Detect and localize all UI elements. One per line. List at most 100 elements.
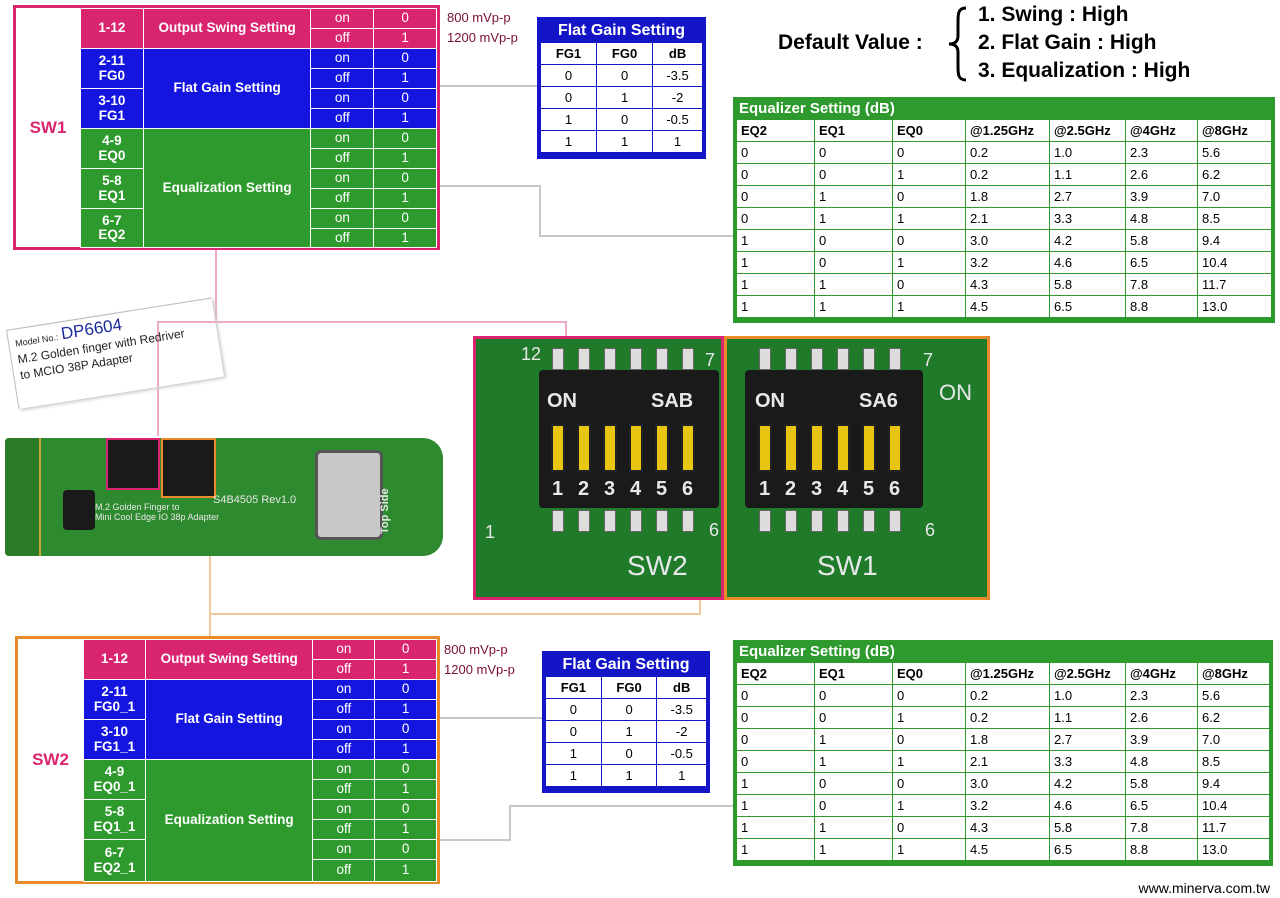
eq-cell: 2.1 [965,750,1050,773]
photo-sw2-highlight [473,336,724,600]
eq-cell: 3.2 [965,251,1050,274]
eq-header: EQ1 [814,662,893,685]
eq-cell: 0 [736,185,815,208]
eq-cell: 0 [892,684,966,707]
eq-cell: 2.7 [1049,728,1126,751]
eq-cell: 1 [814,273,893,296]
sw1-off-label: off [310,188,375,209]
eq-cell: 4.2 [1049,229,1126,252]
dip-pin [630,510,642,532]
fg-cell: 0 [600,742,658,765]
eq-cell: 2.7 [1049,185,1126,208]
dip-pin [578,510,590,532]
fg-cell: 0 [600,698,658,721]
photo-sab-label: SAB [651,390,694,412]
photo-on-right: ON [939,380,972,405]
eq-cell: 1.1 [1049,706,1126,729]
sw2-off-value: 1 [374,739,437,760]
sw2-pin-1-12: 1-12 [83,639,146,680]
board-top-side: Top Side [379,488,391,534]
flat-gain-title: Flat Gain Setting [562,656,690,673]
eq-cell: 0.2 [965,141,1050,164]
sw1-on-label: on [310,208,375,229]
eq-cell: 5.8 [1125,772,1198,795]
sw2-swing-note-800: 800 mVp-p [444,642,508,657]
photo-sw2-label: SW2 [627,550,688,581]
eq-cell: 10.4 [1197,794,1270,817]
dip-slider [758,424,772,472]
flat-gain-title: Flat Gain Setting [557,22,686,39]
sw2-on-value: 0 [374,719,437,740]
eq-cell: 8.5 [1197,750,1270,773]
sw1-off-value: 1 [373,68,437,89]
dip-pin [811,348,823,370]
fg-cell: 0 [539,64,598,87]
eq-cell: 1 [892,750,966,773]
eq-cell: 3.2 [965,794,1050,817]
eq-cell: 1 [736,251,815,274]
dip-pin [837,348,849,370]
fg-cell: -3.5 [652,64,703,87]
eq-header: @1.25GHz [965,662,1050,685]
sw1-flat-gain-setting: Flat Gain Setting [142,48,312,129]
eq-cell: 0 [892,816,966,839]
dip-pin [604,510,616,532]
sw1-off-value: 1 [373,108,437,129]
eq-cell: 2.6 [1125,163,1198,186]
eq-cell: 0 [814,251,893,274]
sw1-off-label: off [310,28,375,49]
sw1-off-label: off [310,108,375,129]
eq-cell: 4.3 [965,816,1050,839]
eq-cell: 8.8 [1125,295,1198,318]
dip-number: 6 [889,478,901,500]
eq-cell: 2.1 [965,207,1050,230]
eq-cell: 0 [736,706,815,729]
eq-cell: 1 [892,207,966,230]
dip-pin [578,348,590,370]
eq-cell: 5.8 [1125,229,1198,252]
fg-cell: 1 [656,764,707,787]
dip-pin [552,348,564,370]
sw2-off-value: 1 [374,859,437,882]
dip-slider [577,424,591,472]
dip-slider [655,424,669,472]
dip-pin [759,510,771,532]
eq-cell: 1 [892,838,966,861]
sw1-off-label: off [310,228,375,248]
eq-cell: 1 [892,251,966,274]
photo-num-6b: 6 [925,520,936,540]
eq-cell: 1 [736,794,815,817]
eq-cell: 1 [892,295,966,318]
sw2-on-value: 0 [374,799,437,820]
eq-cell: 1 [814,838,893,861]
sw2-on-value: 0 [374,759,437,780]
eq-header: EQ0 [892,662,966,685]
eq-cell: 1 [814,207,893,230]
sw2-off-value: 1 [374,699,437,720]
brace-icon [948,6,967,82]
default-equalization: 3. Equalization : High [978,59,1191,82]
dip-number: 5 [656,478,668,500]
photo-sw1-highlight [724,336,990,600]
eq-cell: 0 [736,207,815,230]
sw1-off-label: off [310,68,375,89]
sw2-on-value: 0 [374,679,437,700]
eq-cell: 13.0 [1197,295,1272,318]
fg-cell: 1 [596,130,654,153]
eq-cell: 0 [892,141,966,164]
sw2-off-label: off [312,699,376,720]
eq-cell: 9.4 [1197,772,1270,795]
eq-cell: 1 [892,794,966,817]
eq-cell: 8.8 [1125,838,1198,861]
